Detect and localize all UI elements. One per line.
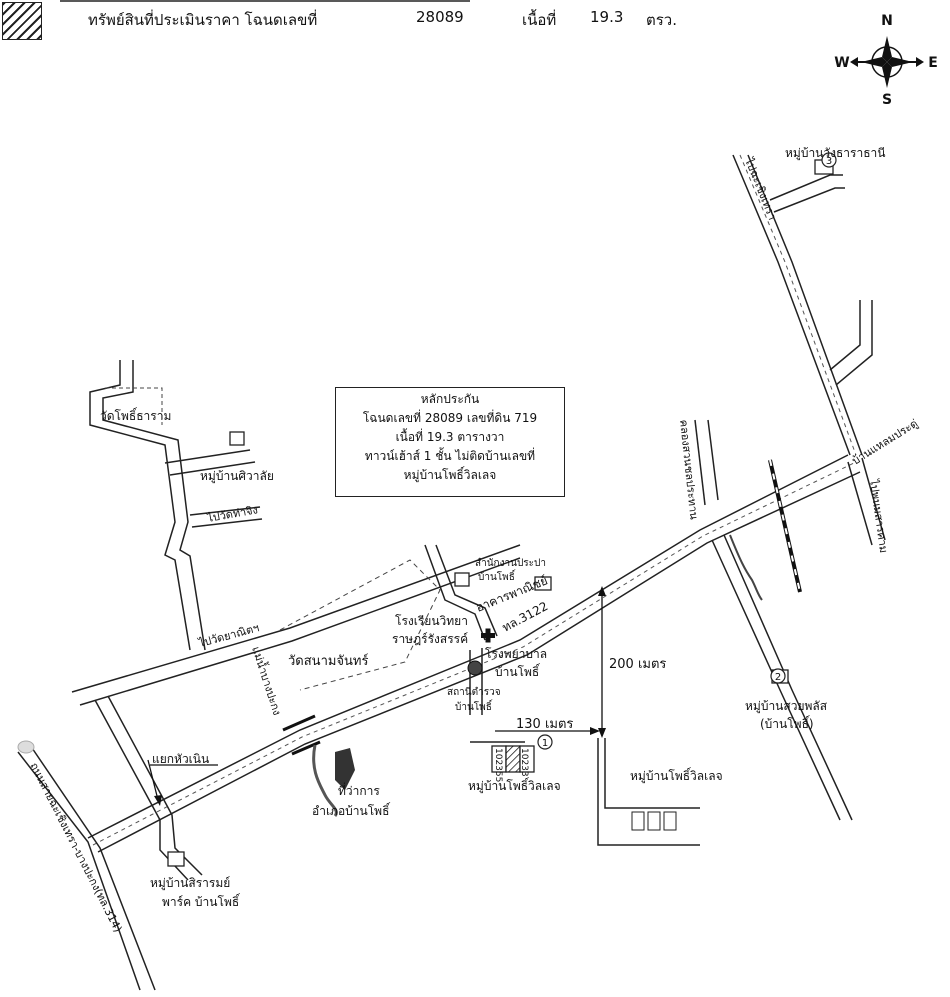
main-road-3122	[87, 454, 861, 853]
subject-property-legend-swatch	[2, 2, 42, 40]
label-suai-phalat-1: หมู่บ้านสวยพลัส	[745, 699, 828, 714]
distance-130m-indicator	[495, 727, 600, 735]
label-route-3122: ทล.3122	[500, 599, 550, 635]
label-police-1: สถานีตำรวจ	[447, 686, 501, 698]
district-office-icon	[312, 744, 355, 817]
marker-3: 3	[826, 156, 832, 167]
label-bang-pakong-river: แม่น้ำบางปะกง	[249, 644, 285, 717]
label-police-2: บ้านโพธิ์	[455, 699, 493, 713]
collateral-line-1: หลักประกัน	[420, 392, 480, 406]
label-water-office-1: สำนักงานประปา	[475, 558, 546, 569]
compass-rose: N S E W	[834, 13, 938, 108]
label-hospital-1: โรงพยาบาล	[485, 647, 547, 661]
compass-south-label: S	[882, 92, 892, 108]
label-distance-130m: 130 เมตร	[516, 717, 573, 732]
header-title: ทรัพย์สินที่ประเมินราคา โฉนดเลขที่	[88, 11, 318, 29]
collateral-line-3: เนื้อที่ 19.3 ตารางวา	[395, 430, 505, 444]
hua-noen-junction-pointer	[147, 759, 218, 806]
collateral-info-box: หลักประกัน โฉนดเลขที่ 28089 เลขที่ดิน 71…	[335, 387, 565, 497]
police-road	[467, 648, 483, 715]
label-highway-314: ถนนสายฉะเชิงเทรา-บางปะกง(ทล.314)	[27, 760, 124, 934]
highway-314	[17, 740, 156, 991]
compass-east-label: E	[928, 55, 938, 71]
marker-2: 2	[775, 672, 781, 683]
label-pho-village-1: หมู่บ้านโพธิ์วิลเลจ	[468, 777, 561, 794]
label-sirarom-2: พาร์ค บ้านโพธิ์	[162, 893, 241, 909]
label-pho-village-2: หมู่บ้านโพธิ์วิลเลจ	[630, 767, 723, 784]
header-area-value: 19.3	[590, 8, 624, 26]
header-area-unit: ตรว.	[646, 11, 677, 29]
railway	[768, 459, 802, 593]
label-distance-200m: 200 เมตร	[609, 657, 666, 672]
pho-village-block	[470, 734, 700, 846]
river-bridge	[282, 714, 321, 756]
collateral-line-5: หมู่บ้านโพธิ์วิลเลจ	[403, 468, 497, 482]
label-sirarom-1: หมู่บ้านสิรารมย์	[150, 876, 230, 891]
collateral-line-2: โฉนดเลขที่ 28089 เลขที่ดิน 719	[362, 411, 538, 425]
header-deed-number: 28089	[416, 8, 464, 26]
label-plot-a: 102355	[493, 748, 503, 782]
label-suai-phalat-2: (บ้านโพธิ์)	[760, 715, 814, 731]
west-side-roads	[71, 360, 521, 881]
distance-200m-indicator	[598, 586, 606, 738]
hospital-cross-icon	[481, 628, 495, 643]
label-laem-pradu: บ้านแหลมประดู่	[850, 417, 920, 468]
collateral-line-4: ทาวน์เฮ้าส์ 1 ชั้น ไม่ติดบ้านเลขที่	[364, 449, 536, 463]
label-sriwalai: หมู่บ้านศิวาลัย	[200, 469, 274, 484]
compass-west-label: W	[834, 55, 849, 71]
water-office-road	[424, 544, 552, 641]
label-school-2: ราษฎร์รังสรรค์	[392, 632, 468, 646]
label-school-1: โรงเรียนวิทยา	[395, 614, 468, 628]
label-to-phanom-sarakham: ไปพนมสารคาม	[867, 478, 890, 554]
northbound-road	[732, 154, 886, 546]
label-wat-pho-tharam: วัดโพธิ์ธาราม	[100, 407, 171, 423]
label-wang-thara: หมู่บ้านวังธาราธานี	[785, 146, 886, 161]
header-area-label: เนื้อที่	[522, 11, 557, 29]
compass-north-label: N	[881, 13, 893, 29]
label-district-office-1: ที่ว่าการ	[338, 782, 380, 798]
marker-1: 1	[542, 738, 548, 749]
label-hua-noen: แยกหัวเนิน	[152, 752, 209, 766]
label-district-office-2: อำเภอบ้านโพธิ์	[312, 802, 391, 818]
wat-sanam-chan-area	[279, 559, 441, 691]
label-wat-sanam-chan: วัดสนามจันทร์	[288, 653, 369, 669]
label-water-office-2: บ้านโพธิ์	[478, 569, 516, 583]
label-plot-b: 10233	[519, 748, 529, 777]
label-hospital-2: บ้านโพธิ์	[495, 663, 541, 679]
